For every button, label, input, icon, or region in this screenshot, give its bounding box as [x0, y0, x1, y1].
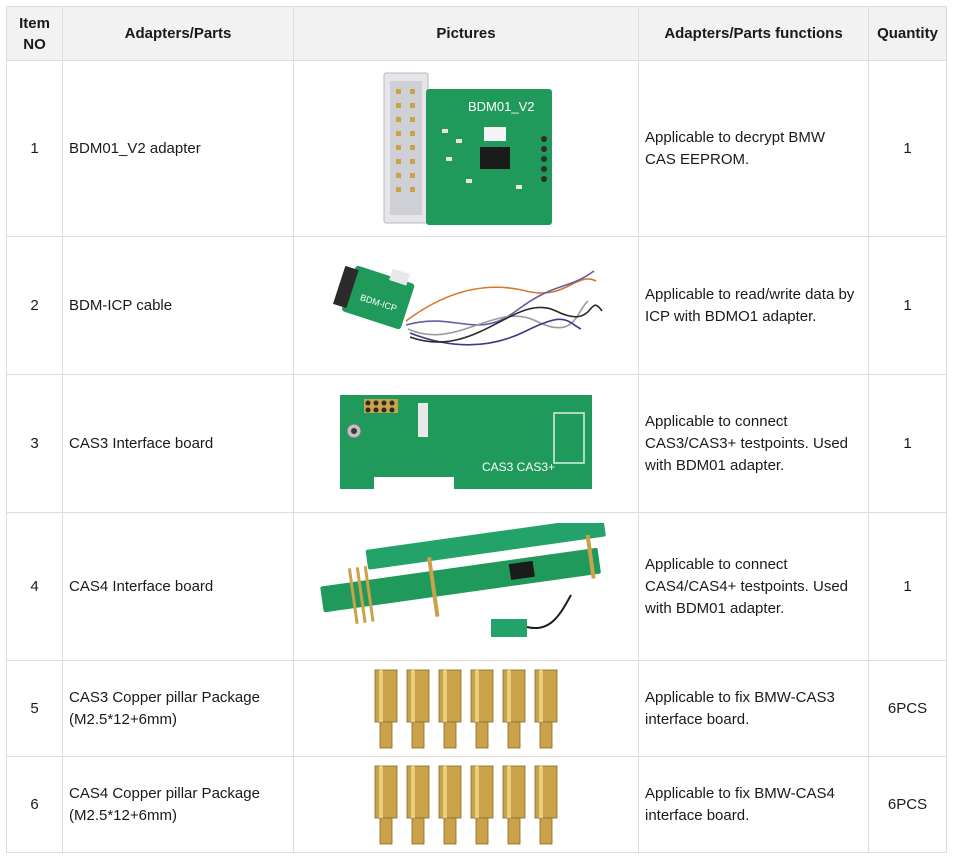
- cas3-board-image: CAS3 CAS3+: [340, 394, 592, 489]
- part-function: Applicable to connect CAS4/CAS4+ testpoi…: [638, 512, 869, 661]
- cas4-board-image: [320, 522, 606, 637]
- part-name: CAS3 Copper pillar Package (M2.5*12+6mm): [62, 660, 294, 757]
- picture-cell: [293, 660, 639, 757]
- part-function: Applicable to connect CAS3/CAS3+ testpoi…: [638, 374, 869, 513]
- part-name: CAS4 Copper pillar Package (M2.5*12+6mm): [62, 756, 294, 853]
- item-no: 1: [6, 60, 63, 237]
- part-function: Applicable to fix BMW-CAS4 interface boa…: [638, 756, 869, 853]
- copper-pillars-image: [374, 765, 558, 844]
- header-item-no: Item NO: [6, 6, 63, 61]
- part-name: BDM01_V2 adapter: [62, 60, 294, 237]
- header-row: Item NO Adapters/Parts Pictures Adapters…: [6, 6, 947, 61]
- table-row: 1 BDM01_V2 adapter: [6, 60, 947, 237]
- part-name: CAS4 Interface board: [62, 512, 294, 661]
- part-function: Applicable to read/write data by ICP wit…: [638, 236, 869, 375]
- item-no: 3: [6, 374, 63, 513]
- header-pictures: Pictures: [293, 6, 639, 61]
- board-label: CAS3 CAS3+: [482, 460, 555, 474]
- quantity: 1: [868, 512, 947, 661]
- header-parts: Adapters/Parts: [62, 6, 294, 61]
- table-row: 5 CAS3 Copper pillar Package (M2.5*12+6m…: [6, 660, 947, 757]
- bdm-icp-cable-image: BDM-ICP: [333, 265, 603, 346]
- table-row: 6 CAS4 Copper pillar Package (M2.5*12+6m…: [6, 756, 947, 853]
- picture-cell: [293, 756, 639, 853]
- header-functions: Adapters/Parts functions: [638, 6, 869, 61]
- quantity: 1: [868, 374, 947, 513]
- picture-cell: [293, 512, 639, 661]
- part-name: CAS3 Interface board: [62, 374, 294, 513]
- bdm01-adapter-image: BDM01_V2: [383, 72, 552, 225]
- header-quantity: Quantity: [868, 6, 947, 61]
- part-function: Applicable to decrypt BMW CAS EEPROM.: [638, 60, 869, 237]
- quantity: 6PCS: [868, 660, 947, 757]
- item-no: 5: [6, 660, 63, 757]
- part-name: BDM-ICP cable: [62, 236, 294, 375]
- item-no: 4: [6, 512, 63, 661]
- table-row: 3 CAS3 Interface board CAS3 CAS3+: [6, 374, 947, 513]
- quantity: 6PCS: [868, 756, 947, 853]
- table-row: 4 CAS4 Interface board Applicable to con…: [6, 512, 947, 661]
- table-row: 2 BDM-ICP cable BDM-ICP: [6, 236, 947, 375]
- parts-table: Item NO Adapters/Parts Pictures Adapters…: [6, 6, 947, 853]
- picture-cell: CAS3 CAS3+: [293, 374, 639, 513]
- item-no: 6: [6, 756, 63, 853]
- part-function: Applicable to fix BMW-CAS3 interface boa…: [638, 660, 869, 757]
- quantity: 1: [868, 60, 947, 237]
- copper-pillars-image: [374, 669, 558, 748]
- picture-cell: BDM01_V2: [293, 60, 639, 237]
- picture-cell: BDM-ICP: [293, 236, 639, 375]
- item-no: 2: [6, 236, 63, 375]
- quantity: 1: [868, 236, 947, 375]
- board-label: BDM01_V2: [468, 99, 534, 114]
